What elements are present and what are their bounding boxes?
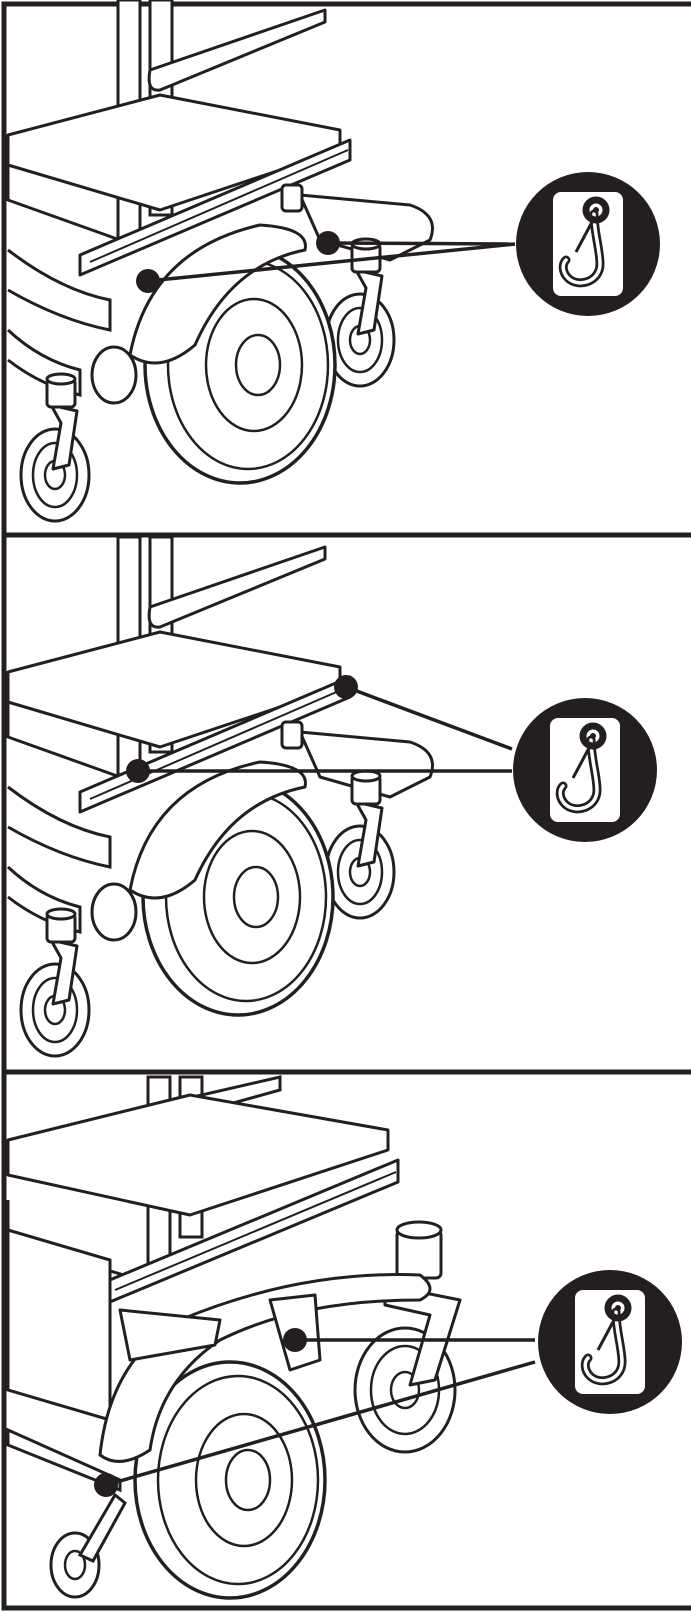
cart-illustration — [6, 535, 434, 1058]
tie-down-point — [283, 1328, 307, 1352]
wheel-fender — [128, 223, 307, 365]
callout-line — [147, 242, 516, 283]
tie-down-point — [126, 759, 150, 783]
panel-2 — [6, 535, 657, 1058]
left-caster — [49, 1492, 127, 1599]
panel-1 — [6, 0, 660, 523]
tie-down-point — [136, 269, 160, 293]
tie-down-point — [316, 231, 340, 255]
callout-line — [327, 241, 516, 246]
wheel-fender — [128, 760, 307, 900]
tie-down-point — [94, 1473, 118, 1497]
callout-line — [105, 1360, 536, 1487]
tie-down-hook-icon — [513, 698, 657, 842]
panel-3 — [6, 1075, 682, 1600]
cart-illustration — [6, 0, 434, 523]
tie-down-point — [334, 675, 358, 699]
tie-down-hook-icon — [538, 1270, 682, 1414]
right-caster — [353, 1220, 462, 1454]
tie-down-hook-icon — [516, 172, 660, 316]
cart-illustration — [6, 1075, 462, 1600]
callout-line — [345, 685, 513, 751]
